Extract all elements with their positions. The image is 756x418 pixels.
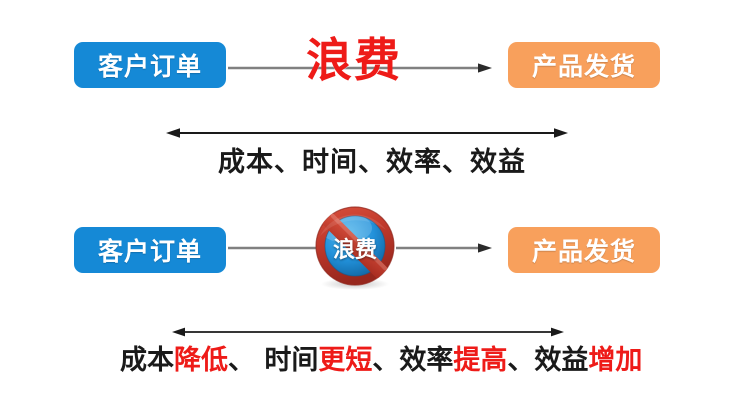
order-box-after: 客户订单 xyxy=(74,227,226,273)
ship-box-after: 产品发货 xyxy=(508,227,660,273)
no-waste-prohibition-sign: 浪费 xyxy=(308,206,402,290)
metrics-caption-after: 成本降低、 时间更短、效率提高、效益增加 xyxy=(120,338,642,377)
metric-name: 、效率 xyxy=(372,345,454,376)
ship-box-before: 产品发货 xyxy=(508,42,660,88)
metric-name: 、效益 xyxy=(507,345,589,376)
metric-improvement: 提高 xyxy=(453,345,508,376)
metric-name: 成本 xyxy=(120,345,174,376)
measure-arrow-before xyxy=(166,127,568,139)
measure-arrow-after xyxy=(172,326,564,338)
metric-name: 、 时间 xyxy=(228,345,319,376)
flow-arrow-before xyxy=(228,62,494,74)
metric-improvement: 更短 xyxy=(318,345,373,376)
metric-improvement: 降低 xyxy=(174,345,228,376)
flow-line-after-left xyxy=(228,242,316,254)
flow-arrow-after-right xyxy=(396,242,494,254)
waste-label-before: 浪费 xyxy=(306,33,402,87)
order-box-before: 客户订单 xyxy=(74,42,226,88)
metric-improvement: 增加 xyxy=(588,345,643,376)
metrics-caption-before: 成本、时间、效率、效益 xyxy=(218,147,526,178)
